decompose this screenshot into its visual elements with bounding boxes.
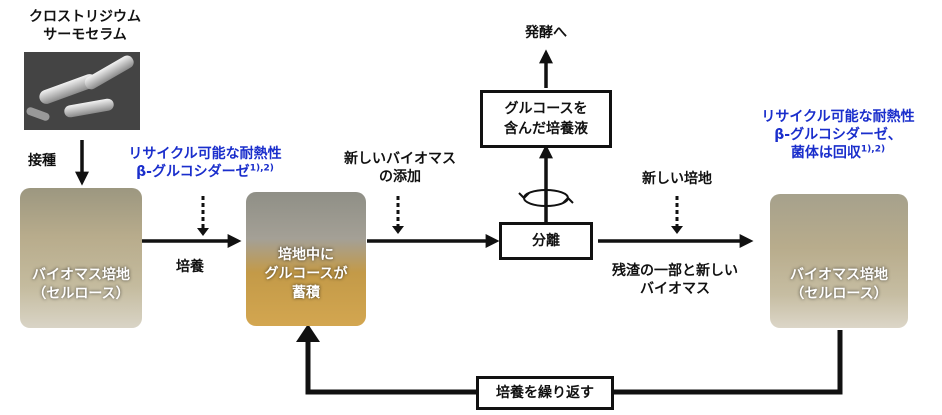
inoculation-label: 接種: [28, 153, 56, 169]
cultivation-label: 培養: [176, 259, 204, 275]
residue-label: 残渣の一部と新しい バイオマス: [612, 263, 738, 297]
enzyme-right-label: リサイクル可能な耐熱性 β-グルコシダーゼ、 菌体は回収1),2): [761, 109, 915, 161]
photo-right-biomass: バイオマス培地 （セルロース）: [770, 194, 908, 328]
separation-box: 分離: [499, 222, 593, 260]
new-biomass-label: 新しいバイオマス の添加: [344, 151, 456, 185]
fermentation-label: 発酵へ: [525, 25, 567, 41]
repeat-cultivation-box: 培養を繰り返す: [476, 376, 614, 410]
photo-left-biomass: バイオマス培地 （セルロース）: [20, 188, 142, 328]
rotation-icon: [518, 189, 574, 207]
photo-middle-accumulation: 培地中に グルコースが 蓄積: [246, 192, 366, 326]
glucose-liquid-box: グルコースを 含んだ培養液: [480, 90, 612, 148]
new-medium-label: 新しい培地: [642, 171, 712, 187]
microbe-label: クロストリジウム サーモセラム: [29, 9, 141, 43]
microbe-micrograph: [24, 52, 140, 130]
enzyme-left-label: リサイクル可能な耐熱性 β-グルコシダーゼ1),2): [128, 146, 282, 180]
